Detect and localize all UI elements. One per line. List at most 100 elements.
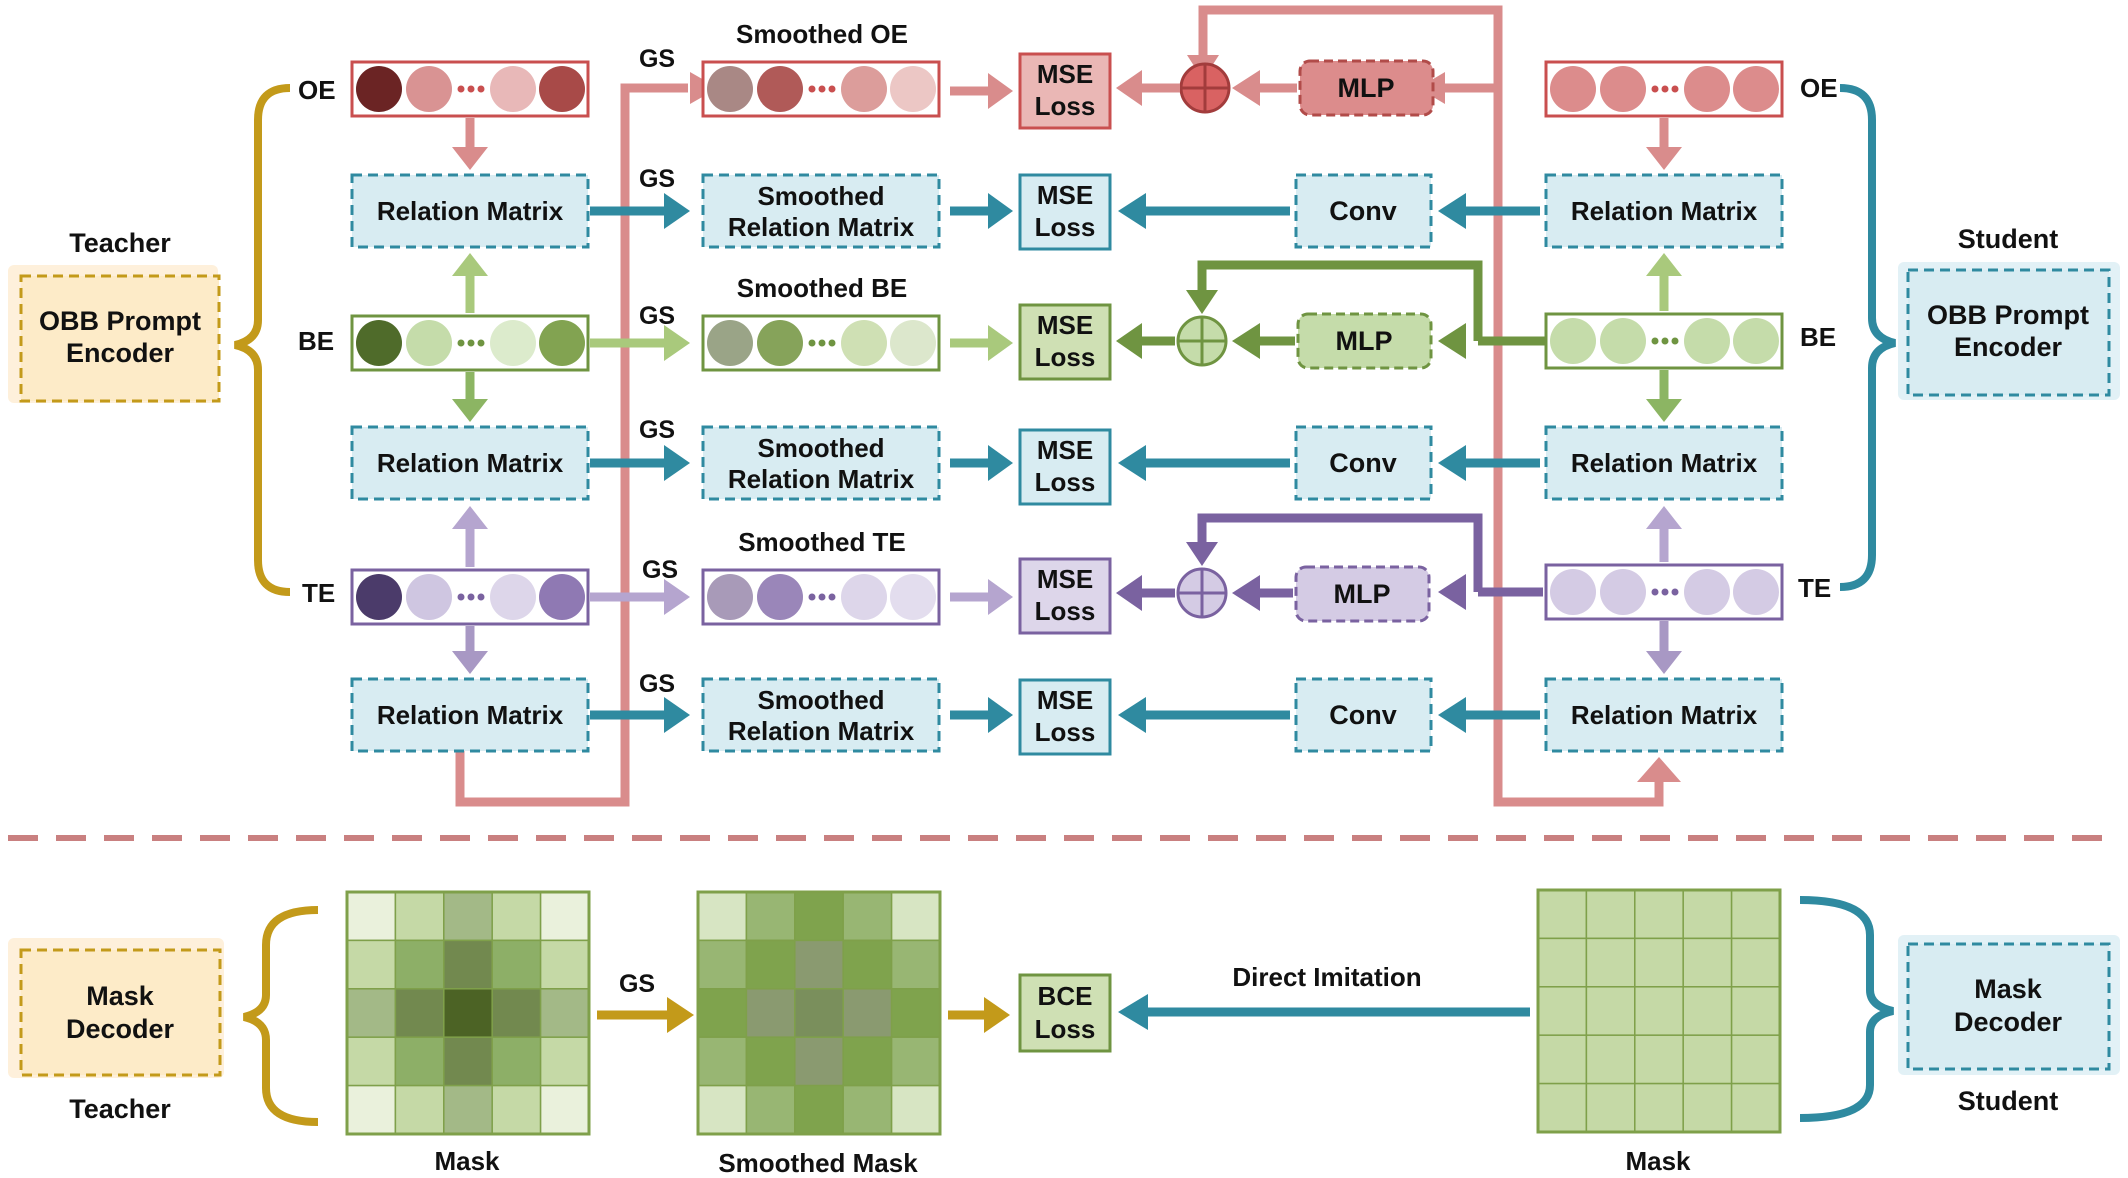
add-node-be-icon <box>1176 315 1228 367</box>
student-relation-matrix-3: Relation Matrix <box>1544 677 1784 753</box>
teacher-be-label: BE <box>298 326 334 356</box>
grid-cell <box>443 988 493 1038</box>
svg-text:Conv: Conv <box>1329 448 1397 478</box>
grid-cell <box>346 939 397 990</box>
grid-cell <box>1682 937 1733 988</box>
grid-cell <box>697 1084 748 1135</box>
conv-3: Conv <box>1294 677 1433 753</box>
grid-cell <box>842 939 893 990</box>
grid-cell <box>1634 889 1684 940</box>
smoothed-oe-title: Smoothed OE <box>736 19 908 49</box>
student-side-arrows <box>1116 70 1546 733</box>
grid-cell <box>539 1084 590 1135</box>
conv-2: Conv <box>1294 425 1433 501</box>
svg-text:Relation Matrix: Relation Matrix <box>377 700 564 730</box>
student-brace <box>1839 84 1897 591</box>
student-relation-matrix-1: Relation Matrix <box>1544 173 1784 249</box>
add-node-te-icon <box>1176 567 1228 619</box>
teacher-prompt-encoder-line1: OBB Prompt <box>39 306 201 336</box>
grid-cell <box>491 891 542 942</box>
grid-cell <box>842 1036 893 1087</box>
student-prompt-encoder-line1: OBB Prompt <box>1927 300 2089 330</box>
teacher-prompt-encoder-box <box>19 274 221 403</box>
teacher-te-embedding <box>350 568 590 626</box>
grid-cell <box>1585 1034 1636 1085</box>
svg-text:MSE: MSE <box>1037 435 1093 465</box>
student-label-top: Student <box>1958 224 2059 254</box>
student-mask-grid <box>1536 888 1782 1134</box>
grid-cell <box>346 891 397 942</box>
svg-text:MSE: MSE <box>1037 564 1093 594</box>
svg-text:MLP: MLP <box>1338 73 1395 103</box>
grid-cell <box>697 939 748 990</box>
mlp-te: MLP <box>1294 565 1431 623</box>
svg-text:Smoothed: Smoothed <box>757 685 884 715</box>
student-mask-decoder-line1: Mask <box>1974 974 2043 1004</box>
teacher-relation-matrix-1: Relation Matrix <box>350 173 590 249</box>
student-prompt-encoder-box <box>1906 268 2111 397</box>
student-mask-brace <box>1799 896 1894 1122</box>
gs-label-mask: GS <box>619 970 655 998</box>
grid-cell <box>394 988 445 1038</box>
teacher-mask-grid <box>345 890 591 1136</box>
svg-text:Relation Matrix: Relation Matrix <box>377 196 564 226</box>
grid-cell <box>1682 1034 1733 1085</box>
mask-label: Mask <box>434 1146 500 1176</box>
grid-cell <box>842 988 893 1038</box>
grid-cell <box>697 988 748 1038</box>
grid-cell <box>539 1036 590 1087</box>
student-vertical-arrows <box>1646 118 1682 674</box>
grid-cell <box>1730 937 1781 988</box>
grid-cell <box>1537 889 1588 940</box>
grid-cell <box>794 891 844 942</box>
teacher-oe-embedding <box>350 60 590 118</box>
grid-cell <box>491 988 542 1038</box>
grid-cell <box>794 939 844 990</box>
smoothed-relation-matrix-2: Smoothed Relation Matrix <box>701 425 941 501</box>
svg-text:MSE: MSE <box>1037 59 1093 89</box>
svg-text:Loss: Loss <box>1035 467 1096 497</box>
grid-cell <box>1537 986 1588 1036</box>
mse-loss-relation-1: MSE Loss <box>1018 173 1112 251</box>
grid-cell <box>394 1084 445 1135</box>
mlp-oe: MLP <box>1298 59 1435 117</box>
teacher-relation-matrix-2: Relation Matrix <box>350 425 590 501</box>
gs-label-rel2: GS <box>639 416 675 444</box>
smoothed-to-mse-arrows <box>950 73 1013 733</box>
grid-cell <box>842 891 893 942</box>
smoothed-te-title: Smoothed TE <box>738 527 906 557</box>
grid-cell <box>1682 1082 1733 1133</box>
svg-text:Loss: Loss <box>1035 91 1096 121</box>
smoothed-be-embedding <box>701 314 941 372</box>
smoothed-oe-embedding <box>701 60 941 118</box>
grid-cell <box>1730 1082 1781 1133</box>
grid-cell <box>491 939 542 990</box>
student-mask-decoder-box <box>1906 942 2111 1071</box>
grid-cell <box>745 939 796 990</box>
svg-text:Relation Matrix: Relation Matrix <box>1571 196 1758 226</box>
smoothed-relation-matrix-3: Smoothed Relation Matrix <box>701 677 941 753</box>
grid-cell <box>1537 937 1588 988</box>
grid-cell <box>1634 986 1684 1036</box>
svg-text:Smoothed: Smoothed <box>757 181 884 211</box>
student-mask-decoder-line2: Decoder <box>1954 1007 2063 1037</box>
svg-text:MLP: MLP <box>1336 326 1393 356</box>
grid-cell <box>1537 1034 1588 1085</box>
svg-text:MSE: MSE <box>1037 310 1093 340</box>
student-mask-label: Mask <box>1625 1146 1691 1176</box>
grid-cell <box>890 939 941 990</box>
grid-cell <box>1634 1034 1684 1085</box>
student-be-label: BE <box>1800 322 1836 352</box>
grid-cell <box>1682 889 1733 940</box>
grid-cell <box>394 939 445 990</box>
grid-cell <box>1730 889 1781 940</box>
grid-cell <box>443 939 493 990</box>
svg-text:Relation Matrix: Relation Matrix <box>728 464 915 494</box>
gs-label-rel3: GS <box>639 670 675 698</box>
direct-imitation-label: Direct Imitation <box>1232 962 1421 992</box>
bce-loss: BCE Loss <box>1018 973 1112 1053</box>
grid-cell <box>745 891 796 942</box>
grid-cell <box>346 988 397 1038</box>
teacher-gs-loop <box>455 83 688 807</box>
teacher-mask-decoder-line1: Mask <box>86 981 155 1011</box>
